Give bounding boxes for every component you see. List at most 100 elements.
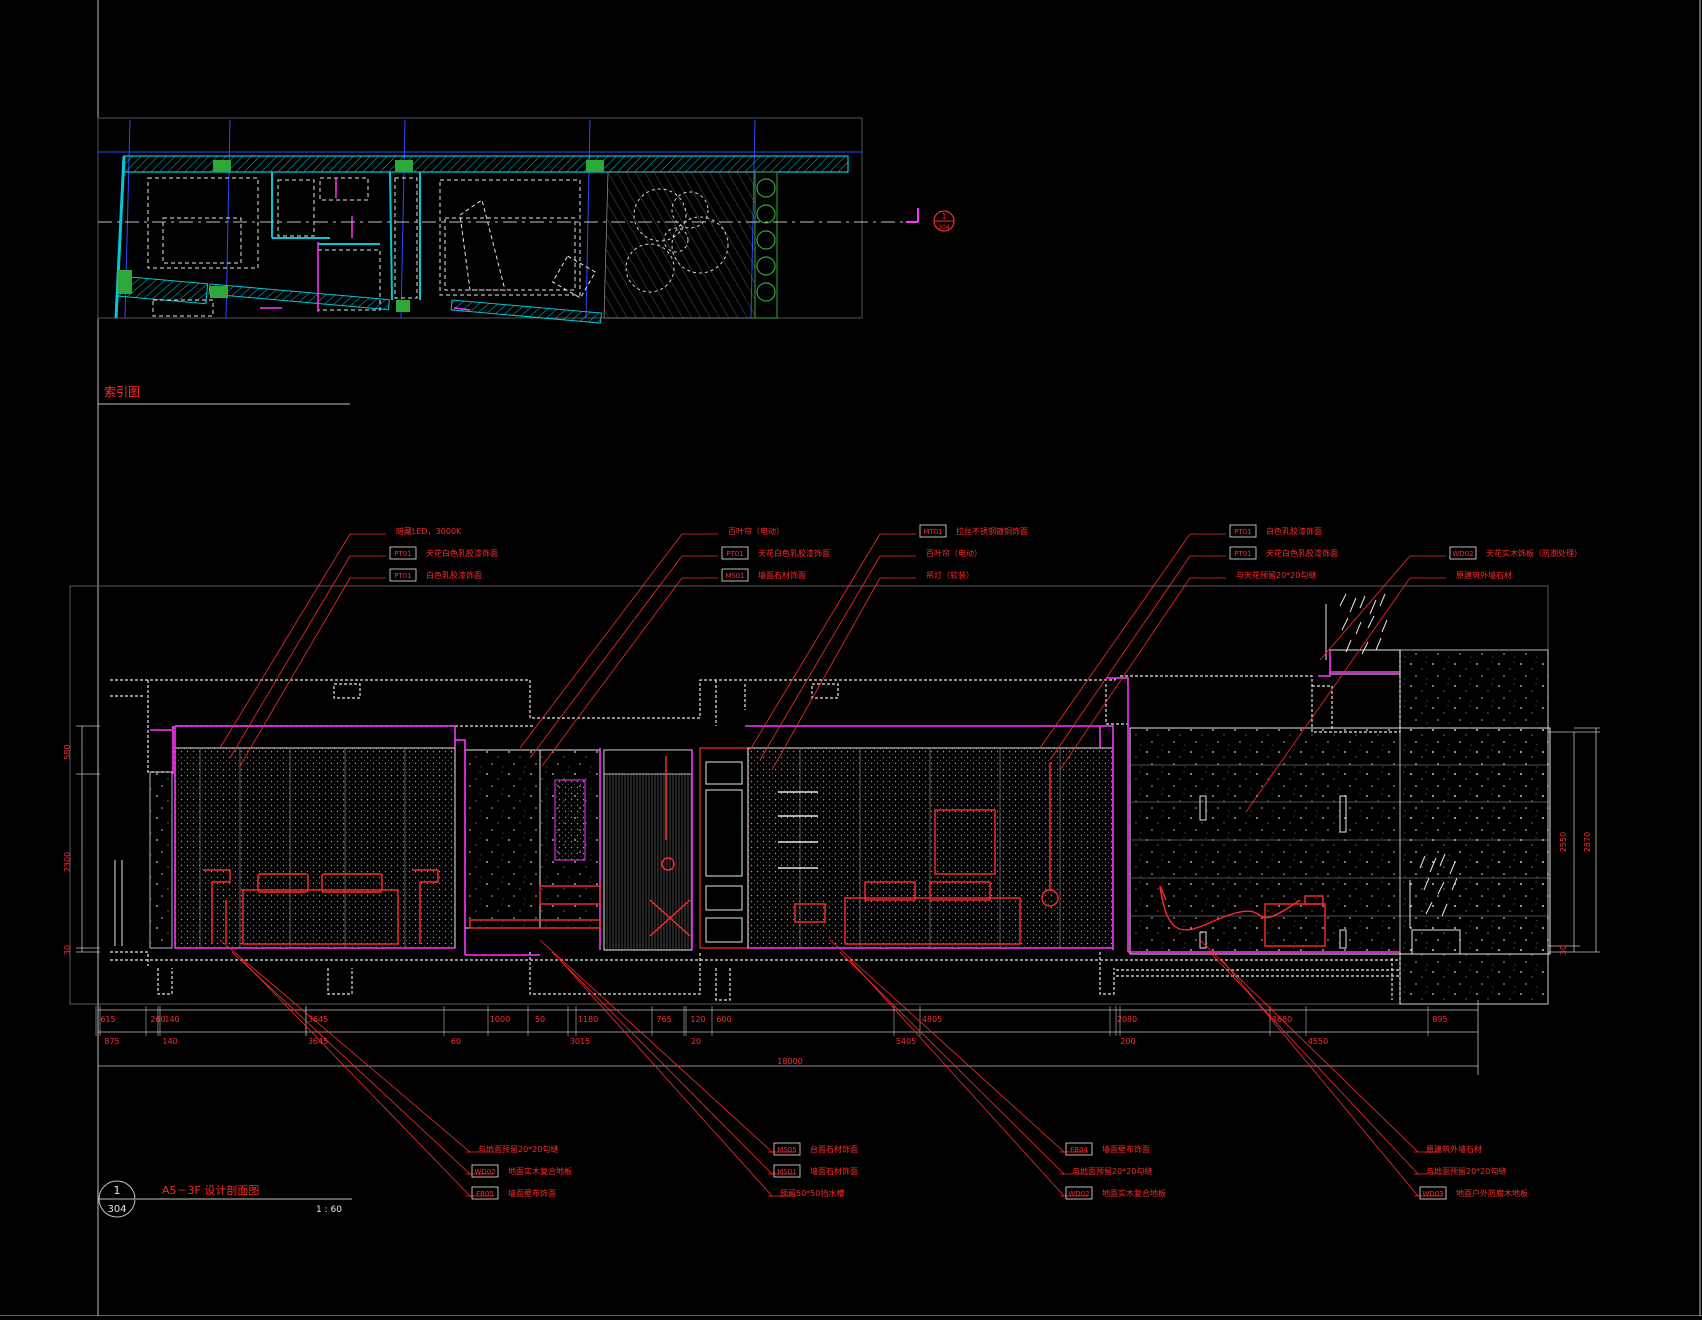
- callout-top-2: PT01 白色乳胶漆饰面: [239, 568, 482, 767]
- dimension-label: 3645: [308, 1015, 328, 1024]
- callout-code: MT01: [923, 528, 942, 536]
- dimension-label: 140: [164, 1015, 179, 1024]
- dimension-label: 615: [100, 1015, 115, 1024]
- dimension-label: 3015: [570, 1037, 590, 1046]
- callout-text: 预留50*50挡水槽: [780, 1188, 844, 1198]
- dimension-label: 600: [716, 1015, 731, 1024]
- dimension-label: 60: [451, 1037, 461, 1046]
- callout-text: 墙面石材饰面: [810, 1166, 858, 1176]
- vertical-dimensions-left: 580 2300 30: [63, 744, 72, 955]
- vdim-left-0: 580: [63, 744, 72, 759]
- vdim-left-2: 30: [63, 945, 72, 955]
- callout-code: MS01: [725, 572, 744, 580]
- vertical-dimensions-right: 2550 2870 30: [1559, 832, 1592, 955]
- dimension-label: 80: [1127, 1015, 1137, 1024]
- callout-code: PT01: [394, 572, 411, 580]
- callout-text: 拉丝不锈钢镀铜饰面: [956, 526, 1028, 536]
- dimension-label: 120: [690, 1015, 705, 1024]
- section-marker-bottom: 304: [938, 224, 950, 231]
- callout-code: FB04: [1070, 1146, 1088, 1154]
- section-name: A5－3F 设计剖面图: [162, 1183, 259, 1197]
- dimension-label: 200: [1120, 1037, 1135, 1046]
- callout-code: WD02: [1068, 1190, 1089, 1198]
- dimension-label: 875: [104, 1037, 119, 1046]
- callout-text: 天花白色乳胶漆饰面: [426, 548, 498, 558]
- callout-code: MS05: [777, 1146, 796, 1154]
- callout-bottom-7: 与地面预留20*20勾缝: [839, 951, 1152, 1176]
- callout-text: 与天花预留20*20勾缝: [1236, 570, 1316, 580]
- dimension-label: 4550: [1308, 1037, 1328, 1046]
- callout-text: 吊灯（软装）: [926, 570, 974, 580]
- callout-text: 天花实木饰板（防潮处理）: [1486, 548, 1582, 558]
- callout-top-3: 百叶帘（电动）: [519, 526, 784, 749]
- callout-bottom-5: 预留50*50挡水槽: [559, 959, 844, 1198]
- callout-text: 与地面预留20*20勾缝: [1072, 1166, 1152, 1176]
- callout-text: 百叶帘（电动）: [728, 526, 784, 536]
- section-elevation: 580 2300 30 2550 2870 30 615260140364510…: [63, 524, 1600, 1200]
- dimension-label: 20: [1117, 1015, 1127, 1024]
- callout-top-6: MT01 拉丝不锈钢镀铜饰面: [749, 524, 1028, 751]
- section-marker-top: 1: [941, 212, 946, 221]
- section-title-block: 1 304 A5－3F 设计剖面图 1 : 60: [98, 1180, 352, 1218]
- dimension-label: 1000: [490, 1015, 510, 1024]
- callout-bottom-0: 与地面预留20*20勾缝: [219, 939, 558, 1154]
- dimension-label: 50: [535, 1015, 545, 1024]
- callout-text: 天花白色乳胶漆饰面: [758, 548, 830, 558]
- dimension-label: 895: [1432, 1015, 1447, 1024]
- index-plan: 1 304 索引图: [97, 117, 955, 405]
- callout-top-10: PT01 天花白色乳胶漆饰面: [1049, 546, 1338, 761]
- index-plan-title: 索引图: [104, 385, 140, 399]
- vdim-right-2: 30: [1559, 945, 1568, 955]
- callout-top-7: 百叶帘（电动）: [759, 548, 982, 761]
- section-scale: 1 : 60: [316, 1205, 342, 1215]
- section-sheet: 304: [107, 1204, 126, 1215]
- dimension-label: 3645: [308, 1037, 328, 1046]
- dimension-label: 765: [656, 1015, 671, 1024]
- callout-text: 白色乳胶漆饰面: [1266, 526, 1322, 536]
- vdim-right-0: 2550: [1559, 832, 1568, 852]
- dimension-label: 5405: [896, 1037, 916, 1046]
- section-marker: 1 304: [933, 210, 955, 232]
- callout-text: 原建筑外墙石材: [1426, 1144, 1482, 1154]
- callout-text: 天花白色乳胶漆饰面: [1266, 548, 1338, 558]
- dimension-label: 1180: [578, 1015, 598, 1024]
- callout-code: PT01: [726, 550, 743, 558]
- callout-text: 地面实木复合地板: [508, 1166, 572, 1176]
- callout-top-4: PT01 天花白色乳胶漆饰面: [529, 546, 830, 759]
- callout-code: PT01: [1234, 528, 1251, 536]
- callout-bottom-11: WD03 地面户外防腐木地板: [1221, 959, 1528, 1200]
- callout-bottom-10: 与地面预留20*20勾缝: [1209, 951, 1506, 1176]
- callout-code: WD02: [1452, 550, 1473, 558]
- callout-top-12: WD02 天花实木饰板（防潮处理）: [1319, 546, 1582, 661]
- callout-top-8: 吊灯（软装）: [771, 570, 974, 771]
- callout-code: WD03: [1422, 1190, 1443, 1198]
- callout-code: PT01: [1234, 550, 1251, 558]
- section-number: 1: [114, 1184, 121, 1197]
- callout-top-11: 与天花预留20*20勾缝: [1059, 570, 1316, 771]
- dimension-label: 4805: [922, 1015, 942, 1024]
- callout-text: 白色乳胶漆饰面: [426, 570, 482, 580]
- callout-text: 墙面壁布饰面: [508, 1188, 556, 1198]
- callout-top-13: 原建筑外墙石材: [1245, 570, 1512, 813]
- callout-text: 墙面壁布饰面: [1102, 1144, 1150, 1154]
- vdim-right-1: 2870: [1583, 832, 1592, 852]
- callout-text: 地面户外防腐木地板: [1456, 1188, 1528, 1198]
- callout-text: 原建筑外墙石材: [1456, 570, 1512, 580]
- callout-bottom-6: FB04 墙面壁布饰面: [829, 939, 1150, 1156]
- callout-text: 百叶帘（电动）: [926, 548, 982, 558]
- dimension-total: 18000: [777, 1057, 802, 1066]
- vdim-left-1: 2300: [63, 852, 72, 872]
- callout-top-0: 暗藏LED，3000K: [219, 526, 462, 749]
- callout-text: 与地面预留20*20勾缝: [1426, 1166, 1506, 1176]
